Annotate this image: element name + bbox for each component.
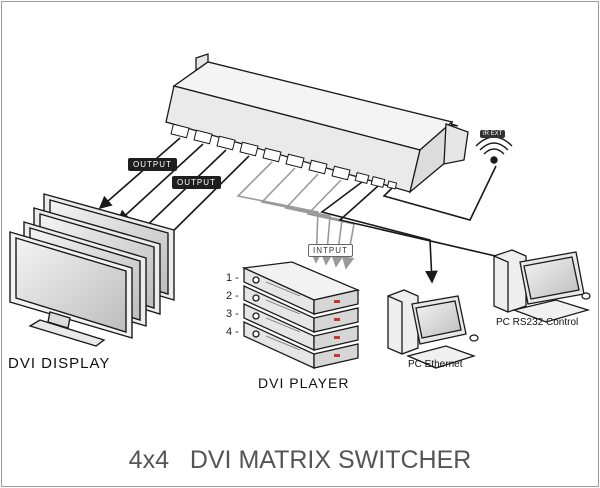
pc-rs232-label: PC RS232 Control xyxy=(496,317,579,328)
pc-ethernet-label: PC Ethernet xyxy=(408,359,463,370)
dvi-player-label: DVI PLAYER xyxy=(258,375,350,391)
output-tag: OUTPUT xyxy=(172,176,221,189)
player-number: 3 - xyxy=(226,308,239,320)
dvi-display-icon xyxy=(9,193,175,347)
player-number: 2 - xyxy=(226,290,239,302)
desktop-pc-icon xyxy=(387,289,479,369)
player-number: 4 - xyxy=(226,326,239,338)
player-number: 1 - xyxy=(226,272,239,284)
matrix-switcher-icon xyxy=(165,53,469,194)
ir-sensor-icon xyxy=(475,136,513,164)
ir-ext-tag: IR EXT xyxy=(480,130,506,138)
diagram-title: 4x4 DVI MATRIX SWITCHER xyxy=(128,446,472,474)
desktop-pc-icon xyxy=(493,249,591,323)
dvi-player-icon xyxy=(241,261,361,370)
output-tag: OUTPUT xyxy=(128,158,177,171)
input-tag: INTPUT xyxy=(308,244,353,257)
output-cables xyxy=(98,137,250,252)
dvi-display-label: DVI DISPLAY xyxy=(8,355,111,372)
control-cables xyxy=(320,165,505,284)
